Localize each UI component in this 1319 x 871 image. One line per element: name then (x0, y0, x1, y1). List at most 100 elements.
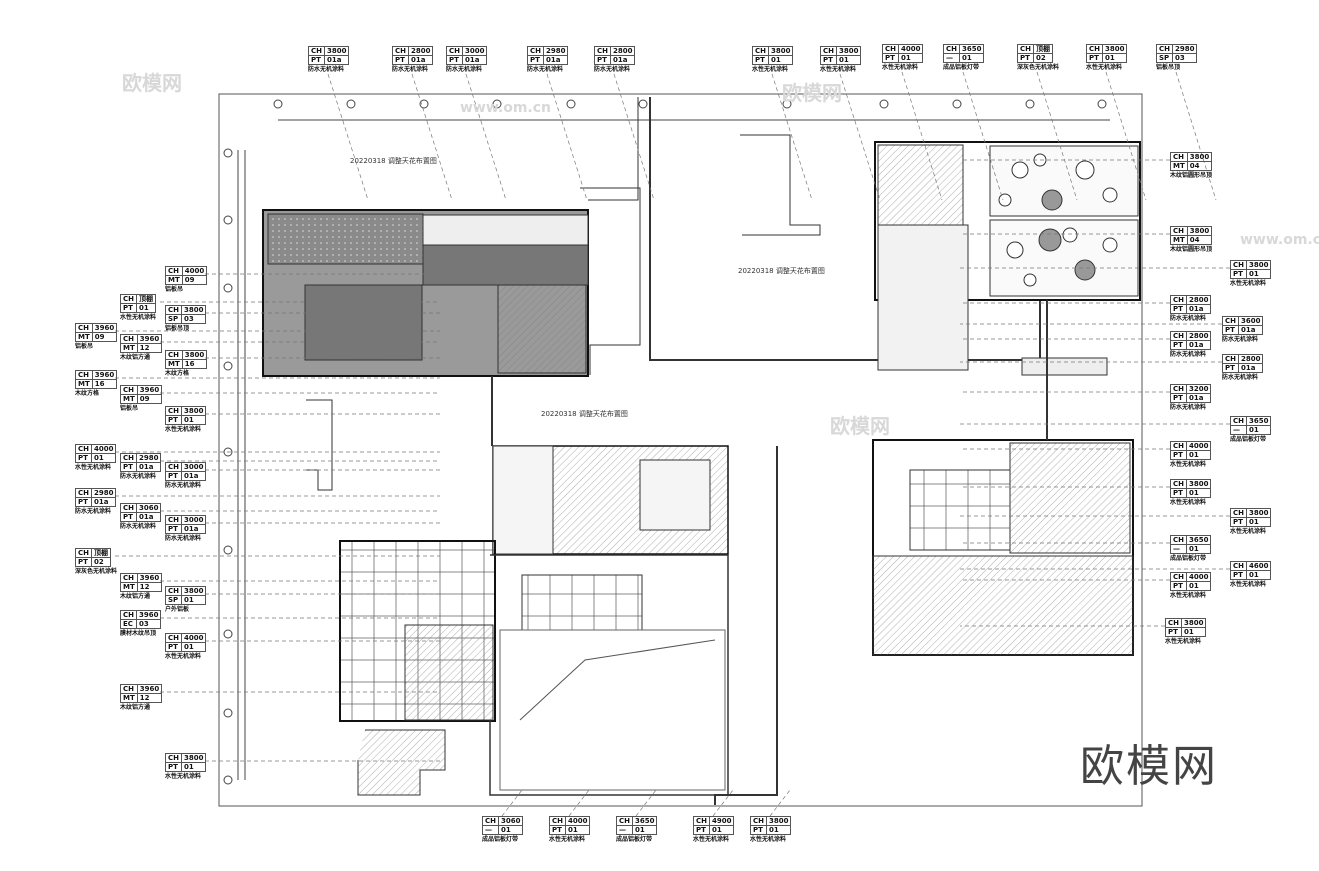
tag-ceiling-height: 3650 (631, 816, 658, 826)
tag-material-code: PT (1230, 570, 1247, 580)
tag-material-code: MT (165, 359, 183, 369)
watermark-url: www.om.cn (460, 100, 552, 116)
tag-material-spec: 01a (461, 55, 488, 65)
tag-material-spec: 01 (708, 825, 735, 835)
tag-material-spec: 01 (180, 642, 207, 652)
tag-ceiling-height: 2980 (90, 488, 117, 498)
tag-ceiling-height: 3800 (767, 46, 794, 56)
tag-ceiling-height: 3960 (135, 610, 162, 620)
tag-material-code: PT (1170, 340, 1187, 350)
tag-ceiling-height: 3800 (1185, 479, 1212, 489)
tag-ceiling-height: 顶棚 (91, 548, 111, 558)
tag-material-code: PT (1222, 325, 1239, 335)
tag-material-note: 水性无机涂料 (75, 464, 112, 471)
tag-material-note: 防水无机涂料 (308, 66, 345, 73)
tag-material-code: PT (549, 825, 566, 835)
tag-material-note: 防水无机涂料 (1222, 374, 1259, 381)
tag-material-note: 木纹铝圆形吊顶 (1170, 246, 1213, 253)
tag-ceiling-height: 3800 (181, 350, 208, 360)
tag-material-code: PT (820, 55, 837, 65)
tag-material-code: PT (1086, 53, 1103, 63)
tag-material-code: MT (120, 394, 138, 404)
tag-ceiling-label: CH (750, 816, 767, 826)
tag-material-note: 水性无机涂料 (1165, 638, 1202, 645)
tag-ceiling-label: CH (1170, 331, 1187, 341)
tag-material-spec: 09 (136, 394, 163, 404)
tag-ceiling-label: CH (120, 684, 138, 694)
tag-material-code: MT (1170, 235, 1188, 245)
tag-material-note: 户外铝板 (165, 606, 190, 613)
tag-ceiling-label: CH (549, 816, 566, 826)
tag-material-spec: 02 (91, 557, 111, 567)
tag-material-spec: 01a (609, 55, 636, 65)
tag-ceiling-height: 顶棚 (1033, 44, 1053, 54)
tag-ceiling-label: CH (1230, 561, 1247, 571)
tag-material-spec: 01 (564, 825, 591, 835)
tag-material-note: 防水无机涂料 (594, 66, 631, 73)
tag-ceiling-label: CH (446, 46, 463, 56)
tag-material-note: 水性无机涂料 (1230, 581, 1267, 588)
tag-material-spec: 03 (135, 619, 162, 629)
tag-ceiling-label: CH (1170, 295, 1187, 305)
tag-material-note: 木纹方格 (165, 370, 190, 377)
tag-ceiling-label: CH (1170, 479, 1187, 489)
tag-ceiling-label: CH (594, 46, 611, 56)
tag-material-spec: 01a (1185, 304, 1212, 314)
tag-ceiling-label: CH (1165, 618, 1182, 628)
tag-ceiling-label: CH (616, 816, 633, 826)
tag-material-note: 铝板吊 (165, 286, 184, 293)
revision-note: 20220318 调整天花布置图 (738, 267, 825, 275)
tag-material-code: — (1170, 544, 1187, 554)
tag-ceiling-label: CH (120, 503, 137, 513)
tag-material-code: PT (882, 53, 899, 63)
tag-material-spec: 01 (1185, 488, 1212, 498)
watermark-brand: 欧模网 (122, 71, 182, 95)
tag-material-spec: 03 (1171, 53, 1198, 63)
tag-material-code: PT (1170, 488, 1187, 498)
tag-ceiling-label: CH (120, 334, 138, 344)
tag-material-spec: 01 (1245, 269, 1272, 279)
tag-material-code: PT (75, 453, 92, 463)
tag-material-note: 水性无机涂料 (882, 64, 919, 71)
tag-ceiling-height: 2800 (1237, 354, 1264, 364)
tag-material-code: PT (75, 497, 92, 507)
tag-material-note: 水性无机涂料 (1086, 64, 1123, 71)
tag-ceiling-height: 3200 (1185, 384, 1212, 394)
tag-ceiling-height: 3800 (1101, 44, 1128, 54)
tag-material-note: 成品铝板灯带 (482, 836, 519, 843)
tag-ceiling-label: CH (165, 586, 182, 596)
tag-material-code: PT (1170, 450, 1187, 460)
tag-material-spec: 01 (1245, 570, 1272, 580)
tag-ceiling-label: CH (308, 46, 325, 56)
zone-top-right (874, 141, 1141, 301)
tag-ceiling-label: CH (1170, 572, 1187, 582)
tag-ceiling-height: 3650 (958, 44, 985, 54)
tag-ceiling-label: CH (120, 453, 137, 463)
tag-material-note: 防水无机涂料 (1170, 351, 1207, 358)
tag-ceiling-height: 2980 (542, 46, 569, 56)
tag-material-code: PT (120, 462, 137, 472)
tag-material-note: 水性无机涂料 (1230, 280, 1267, 287)
tag-ceiling-height: 3060 (135, 503, 162, 513)
tag-material-code: PT (1170, 393, 1187, 403)
tag-material-code: PT (165, 415, 182, 425)
tag-material-note: 水性无机涂料 (1170, 499, 1207, 506)
tag-ceiling-label: CH (165, 753, 182, 763)
